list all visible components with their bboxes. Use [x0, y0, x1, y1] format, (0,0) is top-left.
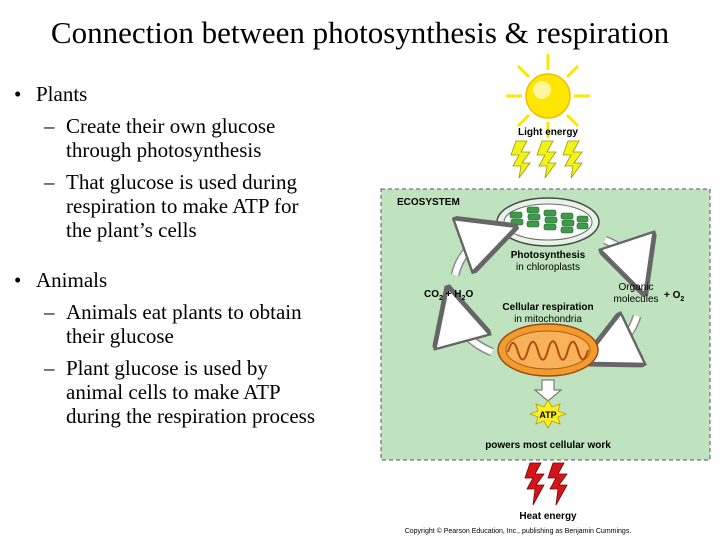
atp-label: ATP: [539, 410, 556, 420]
sub-line: Plant glucose is used by: [66, 356, 268, 380]
h2o-subscript: 2: [462, 295, 466, 302]
h2o-o-text: O: [465, 289, 473, 300]
co2-h2o-label: CO2 + H2O: [424, 289, 473, 302]
cycle-arrow-icon: [455, 236, 637, 352]
sub-glyph: –: [44, 356, 55, 380]
sub-line: That glucose is used during: [66, 170, 297, 194]
mitochondria-label: in mitochondria: [514, 314, 582, 325]
down-arrow-icon: [533, 379, 563, 402]
sub-line: animal cells to make ATP: [66, 380, 281, 404]
copyright-text: Copyright © Pearson Education, Inc., pub…: [405, 527, 632, 535]
sub-line: their glucose: [66, 324, 174, 348]
organic-label: Organic: [618, 282, 653, 293]
sub-bullet: – That glucose is used during respiratio…: [14, 170, 364, 242]
sub-line: the plant’s cells: [66, 218, 197, 242]
mitochondrion-icon: [497, 323, 599, 377]
heat-bolt-icon: [524, 462, 568, 506]
sub-bullet: – Plant glucose is used by animal cells …: [14, 356, 364, 428]
bullet-plants: • Plants: [14, 82, 364, 106]
atp-star-icon: [528, 399, 568, 429]
o2-text: + O: [664, 290, 681, 301]
sun-icon: [506, 54, 590, 138]
sub-line: respiration to make ATP for: [66, 194, 299, 218]
sub-line: during the respiration process: [66, 404, 316, 428]
sub-glyph: –: [44, 300, 55, 324]
sub-glyph: –: [44, 170, 55, 194]
bullet-label: Plants: [36, 82, 88, 106]
page-title: Connection between photosynthesis & resp…: [50, 15, 670, 50]
powers-work-label: powers most cellular work: [485, 440, 611, 451]
bullet-glyph: •: [14, 268, 22, 292]
o2-subscript: 2: [680, 296, 684, 303]
chloroplast-icon: [496, 197, 600, 247]
bullet-label: Animals: [36, 268, 108, 292]
sub-line: Animals eat plants to obtain: [66, 300, 302, 324]
heat-energy-label: Heat energy: [519, 511, 577, 522]
sub-glyph: –: [44, 114, 55, 138]
sub-bullet: – Animals eat plants to obtain their glu…: [14, 300, 364, 348]
light-energy-label: Light energy: [518, 127, 578, 138]
o2-label: + O2: [664, 290, 684, 303]
cellular-respiration-label: Cellular respiration: [502, 302, 593, 313]
chloroplasts-label: in chloroplasts: [516, 262, 580, 273]
ecosystem-label: ECOSYSTEM: [397, 197, 460, 208]
photosynthesis-label: Photosynthesis: [511, 250, 586, 261]
sub-line: through photosynthesis: [66, 138, 262, 162]
sub-line: Create their own glucose: [66, 114, 276, 138]
h2o-text: + H: [443, 289, 462, 300]
molecules-label: molecules: [613, 294, 658, 305]
bullet-glyph: •: [14, 82, 22, 106]
co2-text: CO: [424, 289, 439, 300]
sub-bullet: – Create their own glucose through photo…: [14, 114, 364, 162]
co2-subscript: 2: [439, 295, 443, 302]
bullet-list: • Plants – Create their own glucose thro…: [14, 82, 364, 428]
bullet-animals: • Animals: [14, 268, 364, 292]
light-bolt-icon: [510, 140, 583, 179]
